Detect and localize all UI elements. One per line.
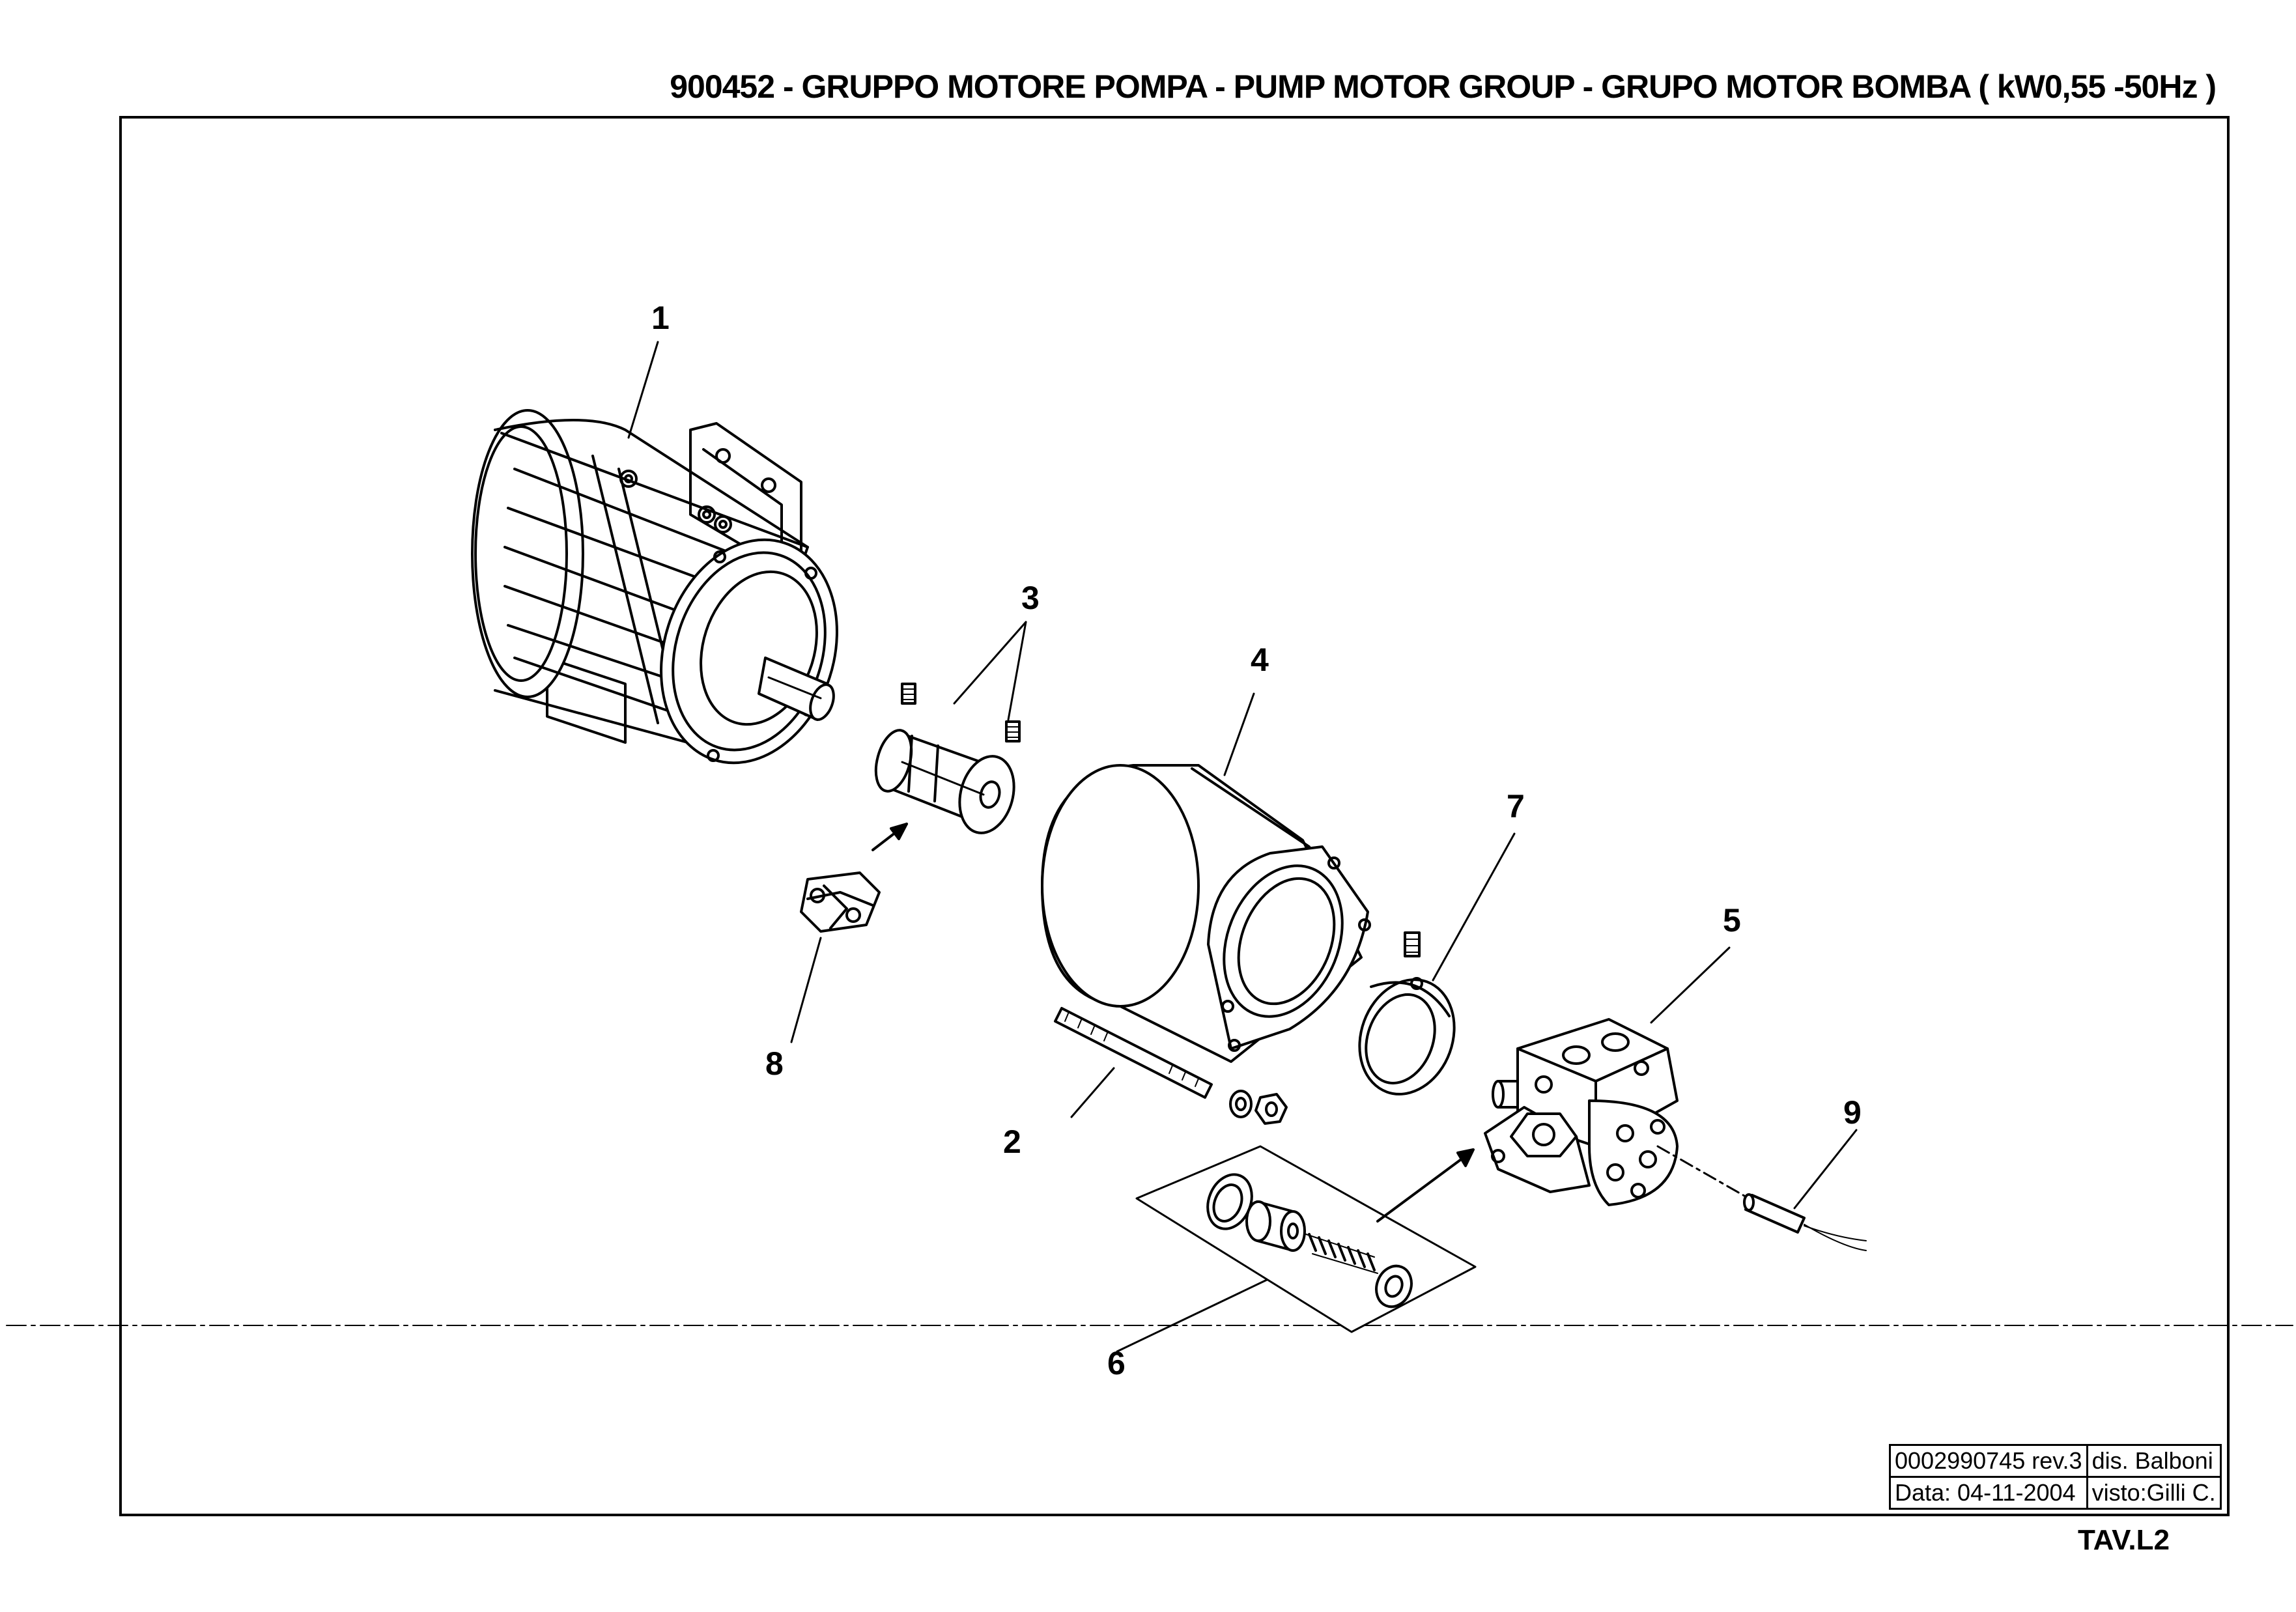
leader-lines [627, 341, 1858, 1353]
title-block: 0002990745 rev.3 dis. Balboni Data: 04-1… [1889, 1444, 2222, 1510]
seal-kit [1135, 1145, 1477, 1333]
callout-3: 3 [1021, 580, 1040, 616]
bell-housing [1041, 764, 1371, 1063]
callout-6: 6 [1107, 1345, 1126, 1381]
callout-4: 4 [1251, 642, 1269, 678]
callout-9: 9 [1843, 1094, 1862, 1131]
sheet-title: 900452 - GRUPPO MOTORE POMPA - PUMP MOTO… [670, 68, 2217, 105]
motor [471, 409, 838, 765]
callout-8: 8 [765, 1045, 784, 1082]
callout-5: 5 [1723, 902, 1741, 939]
callout-1: 1 [651, 300, 670, 336]
drawing-date: Data: 04-11-2004 [1889, 1476, 2088, 1510]
callout-7: 7 [1507, 788, 1525, 825]
designer: dis. Balboni [2086, 1444, 2222, 1478]
spider-insert [800, 823, 908, 933]
ring-nut [1358, 931, 1456, 1096]
callout-2: 2 [1003, 1124, 1021, 1160]
sheet-number: TAV.L2 [2078, 1524, 2170, 1556]
doc-number: 0002990745 rev.3 [1889, 1444, 2088, 1478]
gear-pump [1484, 1018, 1679, 1206]
tie-rod [1054, 1007, 1288, 1125]
coupling [874, 683, 1021, 834]
checked-by: visto:Gilli C. [2086, 1476, 2222, 1510]
pump-pin [1656, 1145, 1867, 1251]
drawing-frame [119, 116, 2230, 1516]
